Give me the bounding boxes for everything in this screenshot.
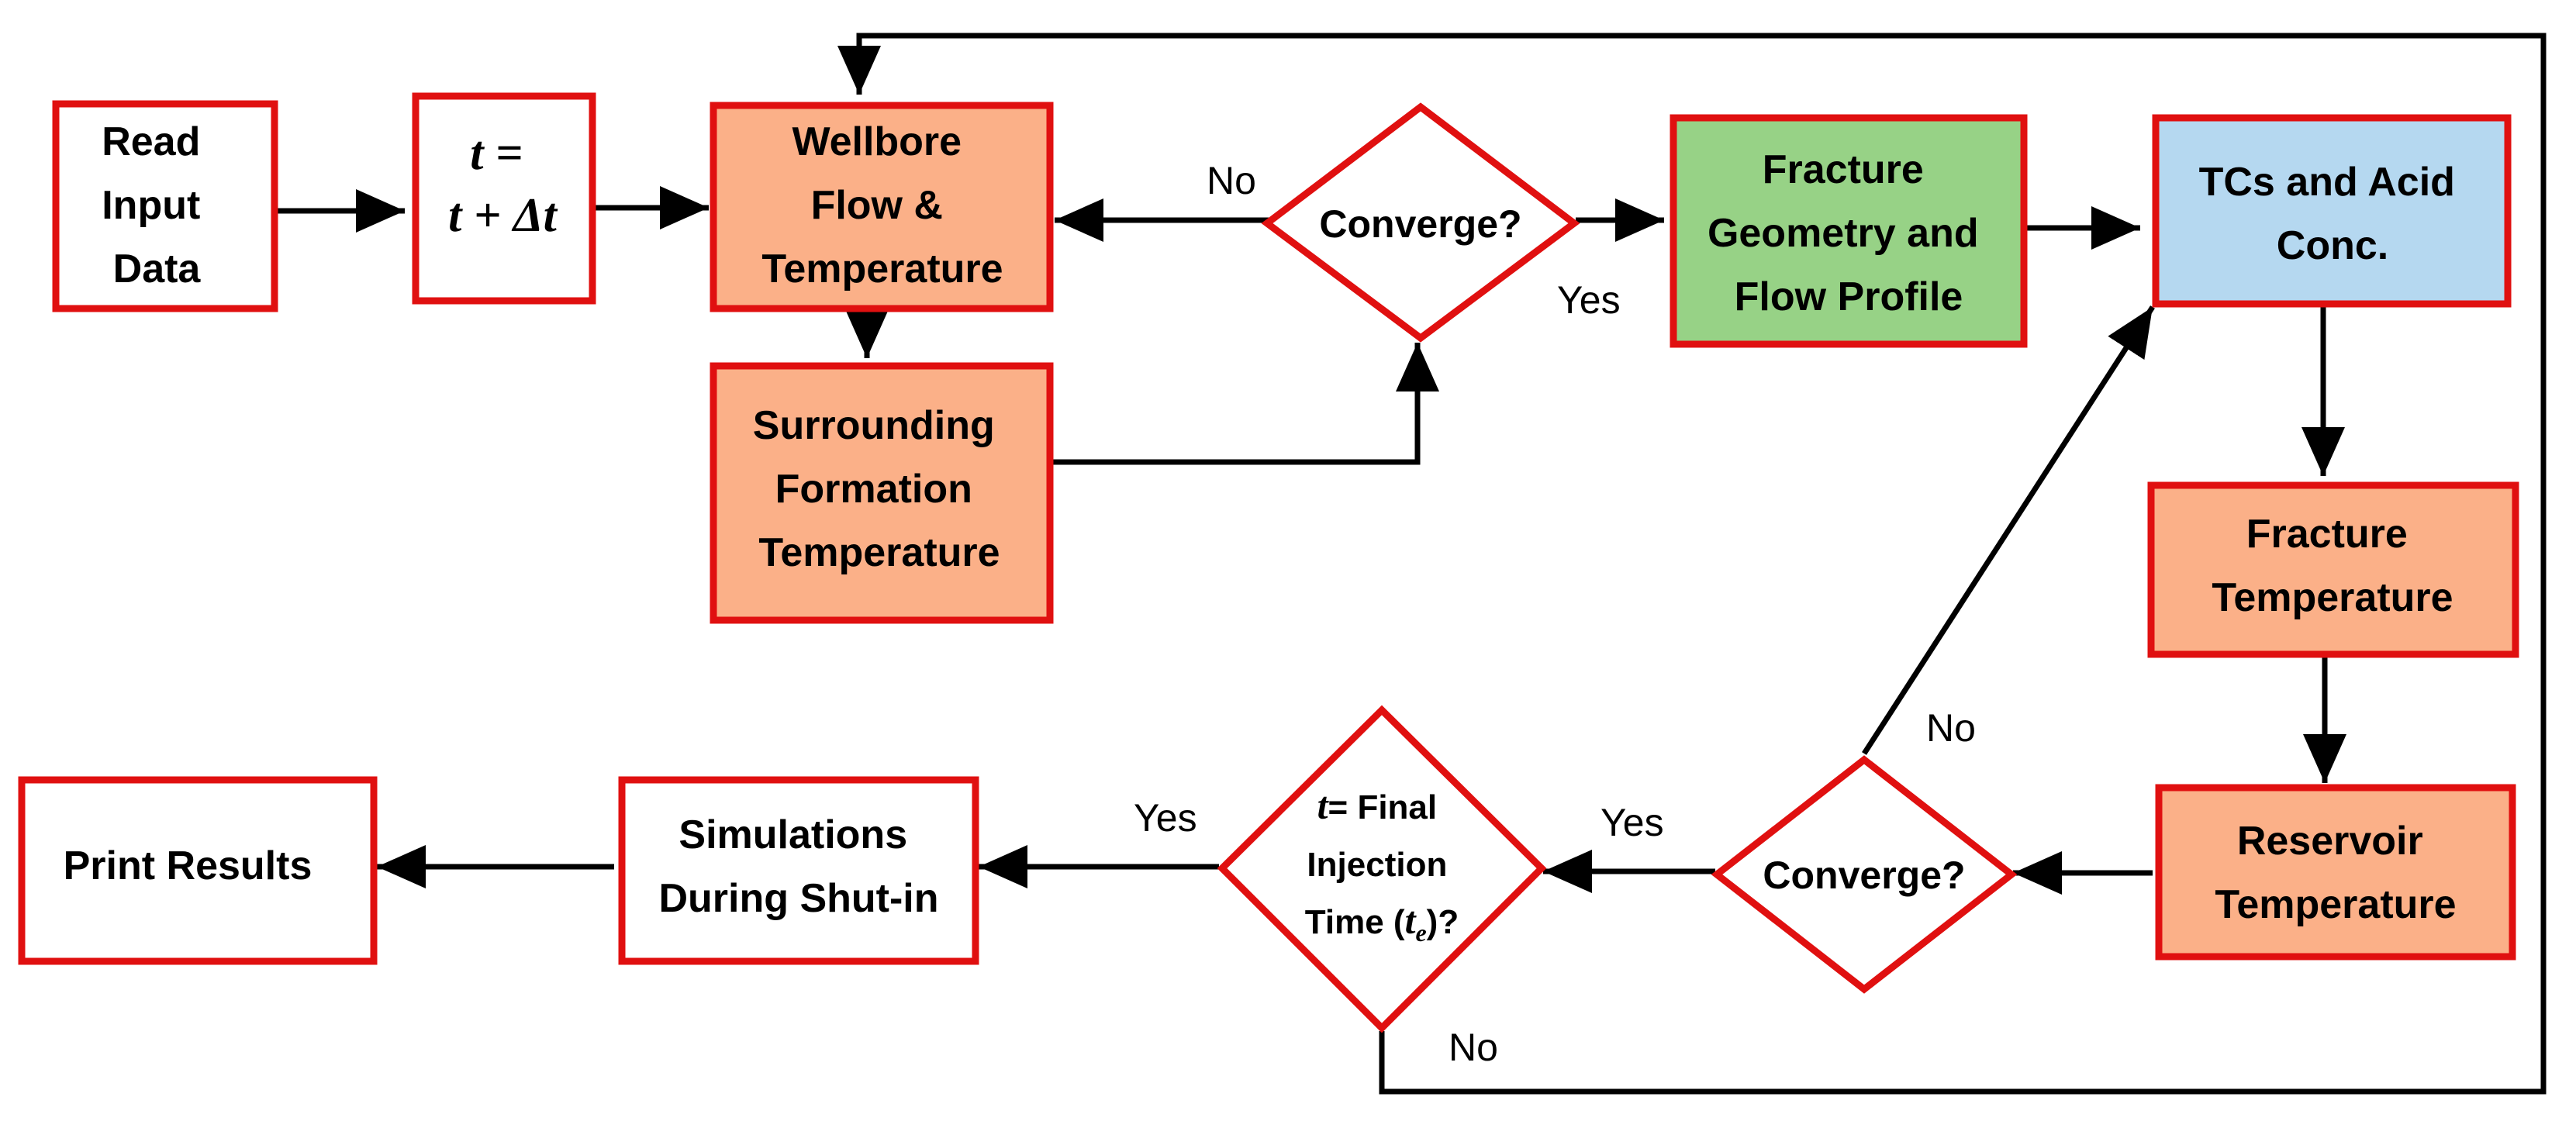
edge-finaltime-no-loop	[837, 33, 2547, 1095]
final-time-var-t: t	[1317, 784, 1330, 827]
wellbore-box	[710, 102, 1054, 312]
svg-text:Fracture Geometry and: Fracture Geometry and Flow Profile	[1708, 147, 1990, 319]
node-reservoir-temp: Reservoir Temperature	[2155, 784, 2516, 961]
svg-text:Fracture Temperature: Fracture Temperature	[2212, 512, 2453, 620]
fracture-temp-line-2: Temperature	[2212, 575, 2453, 620]
tcs-acid-line-2: Conc.	[2277, 223, 2388, 268]
label-converge-bottom-yes: Yes	[1601, 801, 1664, 844]
shut-in-line-2: During Shut-in	[658, 876, 938, 921]
wellbore-line-1: Wellbore	[792, 119, 962, 164]
svg-text:Converge?: Converge?	[1319, 202, 1521, 246]
fracture-geometry-line-3: Flow Profile	[1735, 274, 1963, 319]
time-step-line-2: t + Δt	[448, 189, 558, 242]
node-shut-in: Simulations During Shut-in	[618, 776, 979, 965]
fracture-geometry-line-2: Geometry and	[1708, 211, 1979, 256]
final-time-line-3: Time (te)?	[1305, 899, 1459, 947]
print-results-label: Print Results	[64, 843, 313, 888]
fracture-geometry-line-1: Fracture	[1763, 147, 1924, 192]
reservoir-temp-line-1: Reservoir	[2237, 819, 2423, 864]
node-surrounding: Surrounding Formation Temperature	[710, 362, 1054, 624]
reservoir-temp-box	[2155, 784, 2516, 961]
svg-text:TCs and Acid Conc.: TCs and Acid Conc.	[2199, 160, 2467, 268]
reservoir-temp-line-2: Temperature	[2215, 882, 2456, 927]
svg-text:Surrounding Formation: Surrounding Formation Temperature	[753, 403, 1006, 575]
shut-in-line-1: Simulations	[679, 812, 907, 857]
node-fracture-temp: Fracture Temperature	[2147, 481, 2519, 658]
final-time-var-te: t	[1405, 899, 1417, 942]
node-converge-top: Converge?	[1261, 102, 1580, 343]
label-converge-top-no: No	[1207, 159, 1256, 202]
final-time-line-3-pre: Time (	[1305, 903, 1405, 941]
label-final-time-yes: Yes	[1134, 796, 1197, 840]
read-input-line-3: Data	[113, 247, 202, 291]
node-tcs-acid: TCs and Acid Conc.	[2152, 114, 2512, 308]
svg-text:Read Input Data: Read Input Data	[102, 119, 212, 291]
read-input-box	[52, 100, 278, 312]
final-time-line-3-post: )?	[1427, 903, 1459, 941]
wellbore-line-3: Temperature	[761, 247, 1003, 291]
svg-text:Wellbore Flow & Te: Wellbore Flow & Temperature	[761, 119, 1003, 291]
converge-bottom-diamond	[1711, 755, 2018, 994]
final-time-diamond	[1217, 705, 1547, 1033]
label-converge-top-yes: Yes	[1557, 278, 1621, 322]
final-time-line-2: Injection	[1307, 846, 1447, 884]
time-step-line-1: t =	[470, 127, 523, 180]
label-converge-bottom-no: No	[1926, 706, 1976, 750]
final-time-subscript-e: e	[1415, 919, 1426, 947]
final-time-line-1-rest: = Final	[1328, 788, 1438, 826]
surrounding-line-1: Surrounding	[753, 403, 995, 448]
svg-text:t = t + Δt: t = t + Δt	[448, 127, 558, 242]
node-time-step: t = t + Δt	[412, 92, 596, 305]
connectors	[276, 33, 2547, 1095]
read-input-line-2: Input	[102, 183, 200, 228]
svg-text:Reservoir Temperature: Reservoir Temperature	[2215, 819, 2456, 927]
converge-top-label: Converge?	[1319, 202, 1521, 246]
print-results-box	[18, 776, 378, 965]
node-final-time: t= Final Injection Time (te)?	[1217, 705, 1547, 1033]
time-step-box	[412, 92, 596, 305]
read-input-line-1: Read	[102, 119, 200, 164]
shut-in-box	[618, 776, 979, 965]
node-fracture-geometry: Fracture Geometry and Flow Profile	[1670, 114, 2028, 348]
surrounding-line-3: Temperature	[758, 530, 1000, 575]
fracture-geometry-box	[1670, 114, 2028, 348]
converge-top-diamond	[1261, 102, 1580, 343]
tcs-acid-line-1: TCs and Acid	[2199, 160, 2455, 205]
edge-converge-no-to-tcs	[1862, 305, 2155, 755]
fracture-temp-box	[2147, 481, 2519, 658]
svg-text:t= Final Injection: t= Final Injection Time (te)?	[1305, 784, 1459, 947]
svg-text:Converge?: Converge?	[1763, 854, 1965, 897]
wellbore-line-2: Flow &	[811, 183, 943, 228]
node-print-results: Print Results	[18, 776, 378, 965]
converge-bottom-label: Converge?	[1763, 854, 1965, 897]
tcs-acid-box	[2152, 114, 2512, 308]
edge-labels: No Yes No Yes Yes No	[1134, 159, 1976, 1069]
edge-surrounding-to-converge	[1048, 343, 1439, 465]
node-wellbore: Wellbore Flow & Temperature	[710, 102, 1054, 312]
node-read-input: Read Input Data	[52, 100, 278, 312]
node-converge-bottom: Converge?	[1711, 755, 2018, 994]
svg-text:Simulations During Shut-: Simulations During Shut-in	[658, 812, 938, 921]
label-final-time-no: No	[1449, 1026, 1498, 1069]
surrounding-box	[710, 362, 1054, 624]
fracture-temp-line-1: Fracture	[2246, 512, 2408, 557]
final-time-line-1: t= Final	[1317, 784, 1438, 827]
surrounding-line-2: Formation	[775, 467, 972, 512]
svg-text:Print Results: Print Results	[64, 843, 313, 888]
